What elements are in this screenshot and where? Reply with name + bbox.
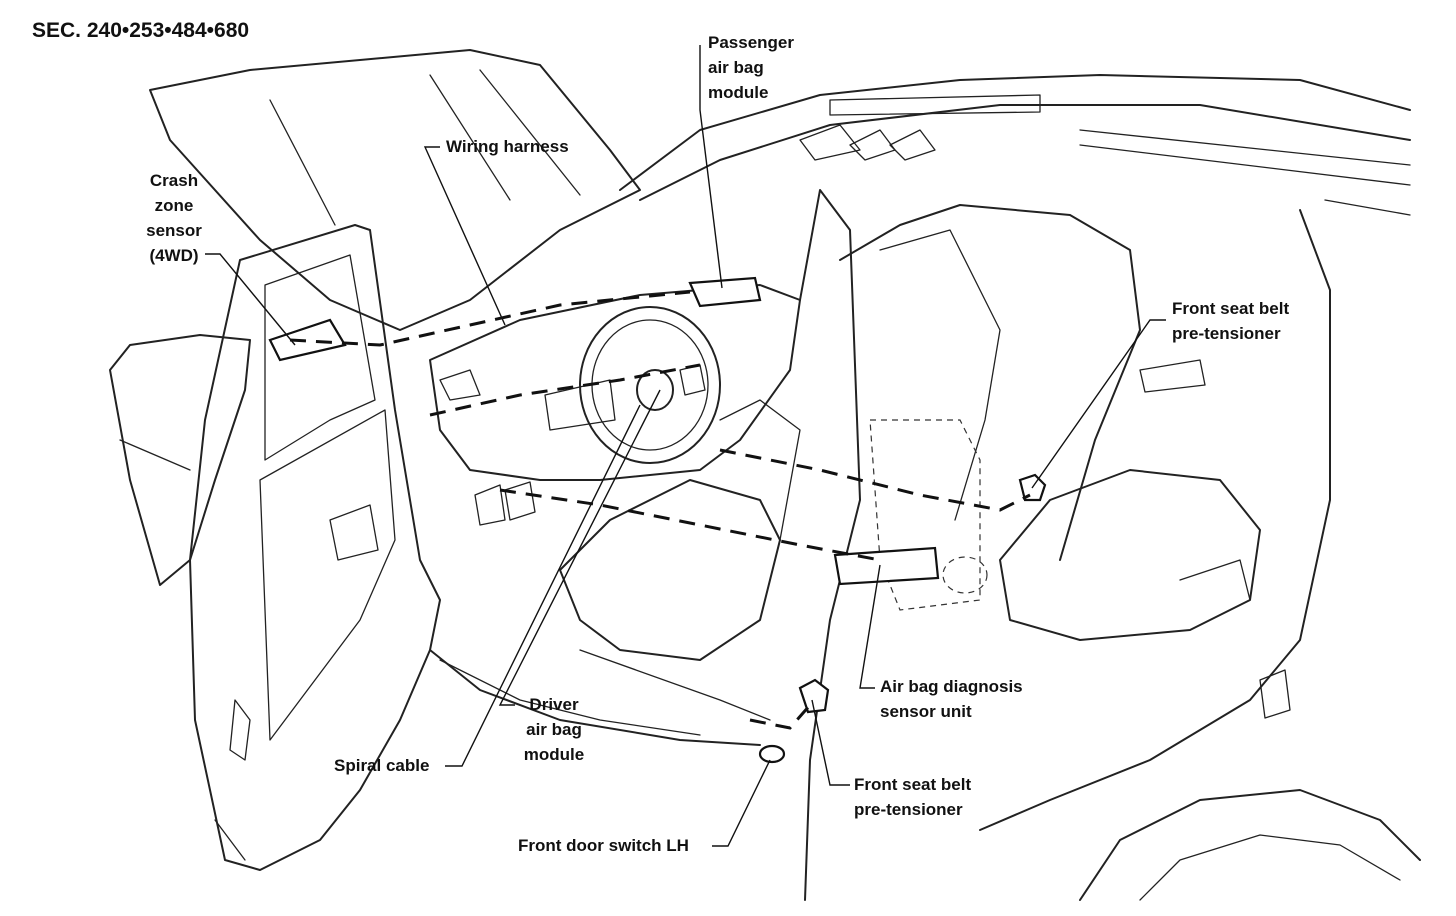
callout-spiral-cable: Spiral cable [334,756,430,775]
callout-airbag-diagnosis-unit: Air bag diagnosis sensor unit [880,677,1023,721]
leader-passenger-airbag [699,45,723,289]
callout-driver-airbag: Driver air bag module [523,695,585,764]
leader-spiral-cable [445,404,641,767]
leader-pretensioner-rear [1031,319,1166,489]
steering-wheel [579,306,721,464]
callout-seatbelt-pretensioner-rear: Front seat belt pre-tensioner [1172,299,1290,343]
leader-crash-zone [205,253,296,346]
leader-driver-airbag [498,389,661,706]
driver-door-outline [189,224,441,871]
rear-wheel-arch [1079,789,1421,901]
front-fender-outline [109,334,251,586]
hood-outline [149,49,641,331]
crash-zone-sensor-part [268,318,347,362]
airbag-diagnosis-unit-part [833,546,940,586]
section-reference: SEC. 240•253•484•680 [32,19,250,42]
door-sill [429,649,761,746]
callout-passenger-airbag: Passenger air bag module [708,33,794,102]
rear-quarter [979,209,1331,831]
wiring-harness-route [289,290,691,347]
leader-door-switch [712,759,771,847]
callout-seatbelt-pretensioner-front: Front seat belt pre-tensioner [854,775,972,819]
leader-diagnosis-unit [859,564,881,689]
driver-seat [559,479,781,661]
rear-door-frame [839,204,1141,561]
dashboard-outline [429,284,801,481]
b-pillar [799,189,861,901]
passenger-airbag-lid [688,276,762,308]
steering-hub [636,369,674,411]
callout-crash-zone-sensor: Crash zone sensor (4WD) [146,171,202,265]
front-door-switch-part [758,744,786,764]
roof-outline [619,74,1411,191]
leader-pretensioner-front [811,699,850,786]
rear-seat [999,469,1261,641]
callout-front-door-switch: Front door switch LH [518,836,689,855]
leader-wiring-harness [423,146,506,326]
callout-wiring-harness: Wiring harness [446,137,569,156]
